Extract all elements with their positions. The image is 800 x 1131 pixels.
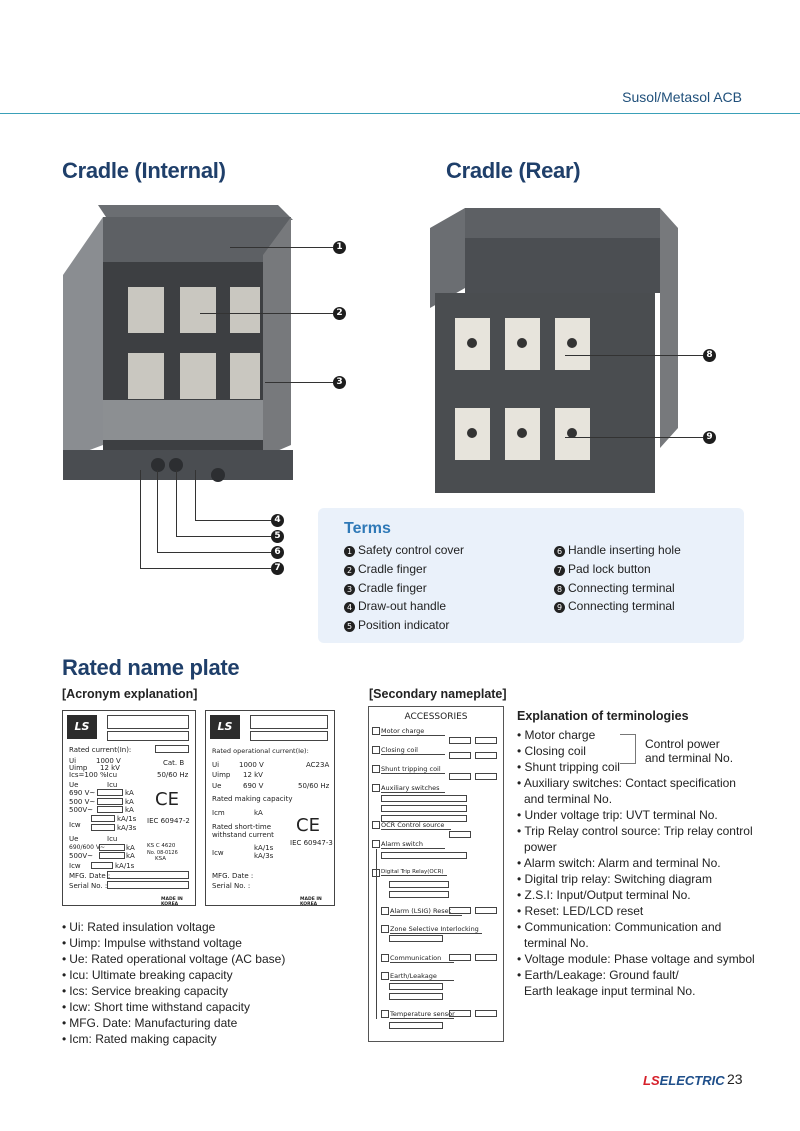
subhead-acronym: [Acronym explanation] <box>62 687 198 701</box>
title-rated-name-plate: Rated name plate <box>62 655 240 680</box>
cradle-internal-image <box>63 205 293 482</box>
name-plate-acb: LS Rated current(In): Ui 1000 V Cat. B U… <box>62 710 196 907</box>
list-item: •MFG. Date: Manufacturing date <box>62 1016 238 1030</box>
callout-line-3 <box>265 382 333 383</box>
list-item: • Closing coil <box>517 744 586 758</box>
callout-9: 9 <box>703 431 716 444</box>
callout-7: 7 <box>271 562 284 575</box>
callout-line-7v <box>140 470 141 568</box>
callout-2: 2 <box>333 307 346 320</box>
list-item: • Trip Relay control source: Trip relay … <box>517 824 753 838</box>
callout-3: 3 <box>333 376 346 389</box>
callout-line-6v <box>157 470 158 552</box>
list-item: •Ue: Rated operational voltage (AC base) <box>62 952 286 966</box>
list-item: • Digital trip relay: Switching diagram <box>517 872 712 886</box>
ls-electric-logo: LSELECTRIC <box>643 1073 725 1088</box>
ce-mark: CE <box>155 789 179 810</box>
callout-line-4 <box>195 520 271 521</box>
list-item: •Icm: Rated making capacity <box>62 1032 217 1046</box>
title-cradle-internal: Cradle (Internal) <box>62 158 226 183</box>
list-item: •Uimp: Impulse withstand voltage <box>62 936 242 950</box>
list-item: •Icw: Short time withstand capacity <box>62 1000 250 1014</box>
list-item: and terminal No. <box>524 792 613 806</box>
terms-title: Terms <box>344 520 391 537</box>
callout-line-5v <box>176 470 177 536</box>
acronym-list: •Ui: Rated insulation voltage •Uimp: Imp… <box>62 919 285 1047</box>
header-rule <box>0 113 800 114</box>
list-item: Earth leakage input terminal No. <box>524 984 696 998</box>
list-item: • Motor charge <box>517 728 596 742</box>
list-item: terminal No. <box>524 936 589 950</box>
list-item: • Auxiliary switches: Contact specificat… <box>517 776 736 790</box>
list-item: power <box>524 840 557 854</box>
explanation-title: Explanation of terminologies <box>517 709 689 723</box>
ls-logo: LS <box>210 715 240 739</box>
explanation-list: • Motor charge • Closing coil • Shunt tr… <box>517 727 755 999</box>
ce-mark: CE <box>296 815 320 836</box>
list-item: • Earth/Leakage: Ground fault/ <box>517 968 679 982</box>
list-item: • Alarm switch: Alarm and terminal No. <box>517 856 721 870</box>
callout-line-6 <box>157 552 271 553</box>
cradle-rear-image <box>430 208 678 493</box>
callout-line-7 <box>140 568 271 569</box>
title-cradle-rear: Cradle (Rear) <box>446 158 581 183</box>
callout-line-5 <box>176 536 271 537</box>
callout-1: 1 <box>333 241 346 254</box>
list-item: •Icu: Ultimate breaking capacity <box>62 968 233 982</box>
list-item: • Z.S.I: Input/Output terminal No. <box>517 888 691 902</box>
callout-6: 6 <box>271 546 284 559</box>
brace <box>620 734 636 764</box>
brand-header: Susol/Metasol ACB <box>622 89 742 105</box>
list-item: • Reset: LED/LCD reset <box>517 904 644 918</box>
callout-line-2 <box>200 313 333 314</box>
list-item: • Voltage module: Phase voltage and symb… <box>517 952 755 966</box>
subhead-secondary: [Secondary nameplate] <box>369 687 507 701</box>
list-item: •Ics: Service breaking capacity <box>62 984 228 998</box>
list-item: •Ui: Rated insulation voltage <box>62 920 216 934</box>
list-item: • Under voltage trip: UVT terminal No. <box>517 808 718 822</box>
page-number: 23 <box>727 1071 743 1087</box>
accessories-nameplate: ACCESSORIES Motor charge Closing coil Sh… <box>368 706 504 1042</box>
callout-line-1 <box>230 247 333 248</box>
callout-8: 8 <box>703 349 716 362</box>
callout-line-9 <box>565 437 703 438</box>
control-power-note: Control power and terminal No. <box>645 737 734 765</box>
ls-logo: LS <box>67 715 97 739</box>
callout-line-4v <box>195 470 196 520</box>
name-plate-switch: LS Rated operational current(Ie): Ui 100… <box>205 710 335 907</box>
callout-4: 4 <box>271 514 284 527</box>
list-item: • Communication: Communication and <box>517 920 722 934</box>
list-item: • Shunt tripping coil <box>517 760 620 774</box>
callout-line-8 <box>565 355 703 356</box>
callout-5: 5 <box>271 530 284 543</box>
